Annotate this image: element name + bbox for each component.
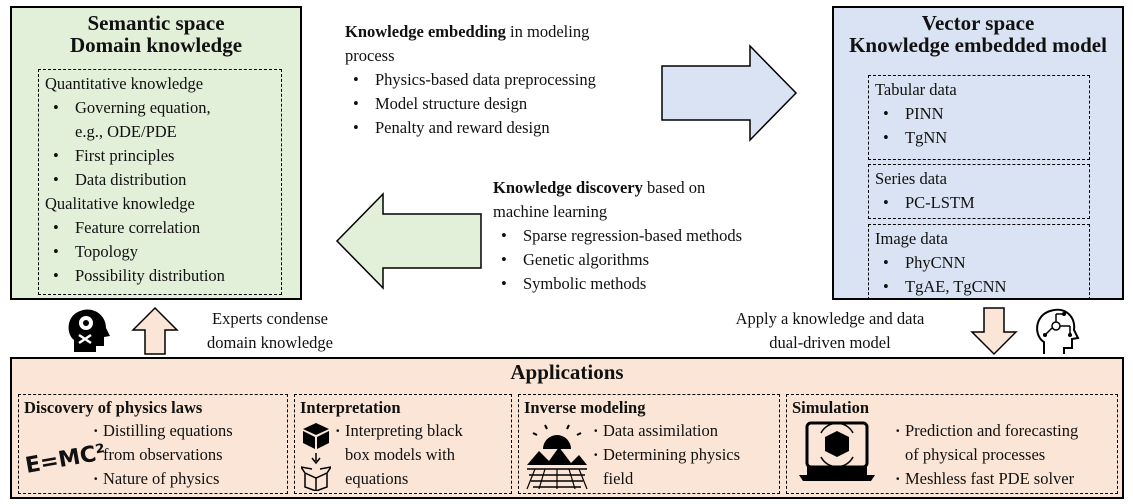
list-item: First principles: [45, 144, 275, 168]
right-arrow-icon: [661, 44, 798, 142]
expert-head-icon: [68, 309, 110, 352]
apply-text: Apply a knowledge and data dual-driven m…: [712, 307, 948, 355]
list-item: PINN: [875, 102, 1083, 126]
semantic-space-panel: Semantic space Domain knowledge Quantita…: [10, 6, 302, 300]
knowledge-embedding-text: Knowledge embedding in modeling process …: [345, 20, 596, 140]
list-item: Possibility distribution: [45, 264, 275, 288]
applications-panel: Applications Discovery of physics laws E…: [10, 357, 1124, 499]
vector-title: Vector space: [921, 11, 1035, 35]
interp-line2: box models with: [345, 445, 455, 464]
knowledge-discovery-text: Knowledge discovery based on machine lea…: [493, 176, 742, 296]
list-item: PC-LSTM: [875, 191, 1083, 215]
physics-line2: from observations: [103, 445, 223, 464]
inverse-line3: field: [603, 469, 634, 488]
apply-line1: Apply a knowledge and data: [735, 309, 925, 328]
experts-line1: Experts condense: [212, 309, 328, 328]
list-item: Model structure design: [345, 92, 596, 116]
experts-text: Experts condense domain knowledge: [190, 307, 350, 355]
vector-space-panel: Vector space Knowledge embedded model Ta…: [832, 6, 1124, 300]
series-heading: Series data: [875, 169, 947, 188]
interpretation-heading: Interpretation: [300, 398, 401, 417]
list-item: TgNN: [875, 126, 1083, 150]
list-item: Physics-based data preprocessing: [345, 68, 596, 92]
embedding-line2: process: [345, 46, 395, 65]
up-arrow-icon: [131, 306, 179, 355]
list-item: Sparse regression-based methods: [493, 224, 742, 248]
domain-knowledge-list: Quantitative knowledge Governing equatio…: [38, 69, 282, 295]
qualitative-heading: Qualitative knowledge: [45, 194, 195, 213]
quantitative-heading: Quantitative knowledge: [45, 74, 204, 93]
inverse-line1: Data assimilation: [593, 419, 740, 443]
discovery-bold: Knowledge discovery: [493, 178, 643, 197]
interpretation-card: Interpretation Interpreting black box mo…: [294, 394, 512, 494]
applications-title: Applications: [510, 360, 624, 384]
simulation-line3: Meshless fast PDE solver: [895, 467, 1078, 491]
image-heading: Image data: [875, 229, 948, 248]
list-item: Governing equation,: [45, 96, 275, 120]
list-item: Penalty and reward design: [345, 116, 596, 140]
physics-heading: Discovery of physics laws: [24, 398, 203, 417]
physics-laws-card: Discovery of physics laws E=MC² Distilli…: [18, 394, 288, 494]
down-arrow-icon: [970, 307, 1018, 356]
experts-line2: domain knowledge: [206, 333, 333, 352]
discovery-rest: based on: [642, 178, 706, 197]
simulation-heading: Simulation: [792, 398, 870, 417]
semantic-title: Semantic space: [87, 11, 225, 35]
apply-line2: dual-driven model: [769, 333, 891, 352]
list-item: Topology: [45, 240, 275, 264]
interp-line1: Interpreting black: [335, 419, 463, 443]
image-data-group: Image data PhyCNN TgAE, TgCNN: [868, 224, 1090, 300]
ai-head-icon: [1036, 308, 1080, 354]
field-landscape-icon: [526, 424, 588, 490]
simulation-line1: Prediction and forecasting: [895, 419, 1078, 443]
tabular-data-group: Tabular data PINN TgNN: [868, 75, 1090, 160]
list-item: TgAE, TgCNN: [875, 275, 1083, 299]
inverse-heading: Inverse modeling: [524, 398, 646, 417]
interp-line3: equations: [345, 469, 409, 488]
list-item: PhyCNN: [875, 251, 1083, 275]
list-item: Data distribution: [45, 168, 275, 192]
series-data-group: Series data PC-LSTM: [868, 164, 1090, 219]
physics-line3: Nature of physics: [93, 467, 233, 491]
semantic-subtitle: Domain knowledge: [69, 33, 243, 57]
inverse-line2: Determining physics: [593, 443, 740, 467]
list-item: Genetic algorithms: [493, 248, 742, 272]
left-arrow-icon: [335, 192, 482, 290]
tabular-heading: Tabular data: [875, 80, 957, 99]
list-item: e.g., ODE/PDE: [75, 122, 177, 141]
physics-line1: Distilling equations: [93, 419, 233, 443]
simulation-card: Simulation Prediction and forecasting of…: [786, 394, 1118, 494]
list-item: Feature correlation: [45, 216, 275, 240]
embedding-rest: in modeling: [505, 22, 590, 41]
vector-subtitle: Knowledge embedded model: [849, 33, 1107, 57]
inverse-modeling-card: Inverse modeling Data assimilation Deter…: [518, 394, 780, 494]
simulation-line2: of physical processes: [905, 445, 1046, 464]
discovery-line2: machine learning: [493, 202, 608, 221]
embedding-bold: Knowledge embedding: [345, 22, 506, 41]
list-item: Symbolic methods: [493, 272, 742, 296]
laptop-simulation-icon: [799, 421, 875, 481]
black-box-icon: [301, 423, 331, 491]
